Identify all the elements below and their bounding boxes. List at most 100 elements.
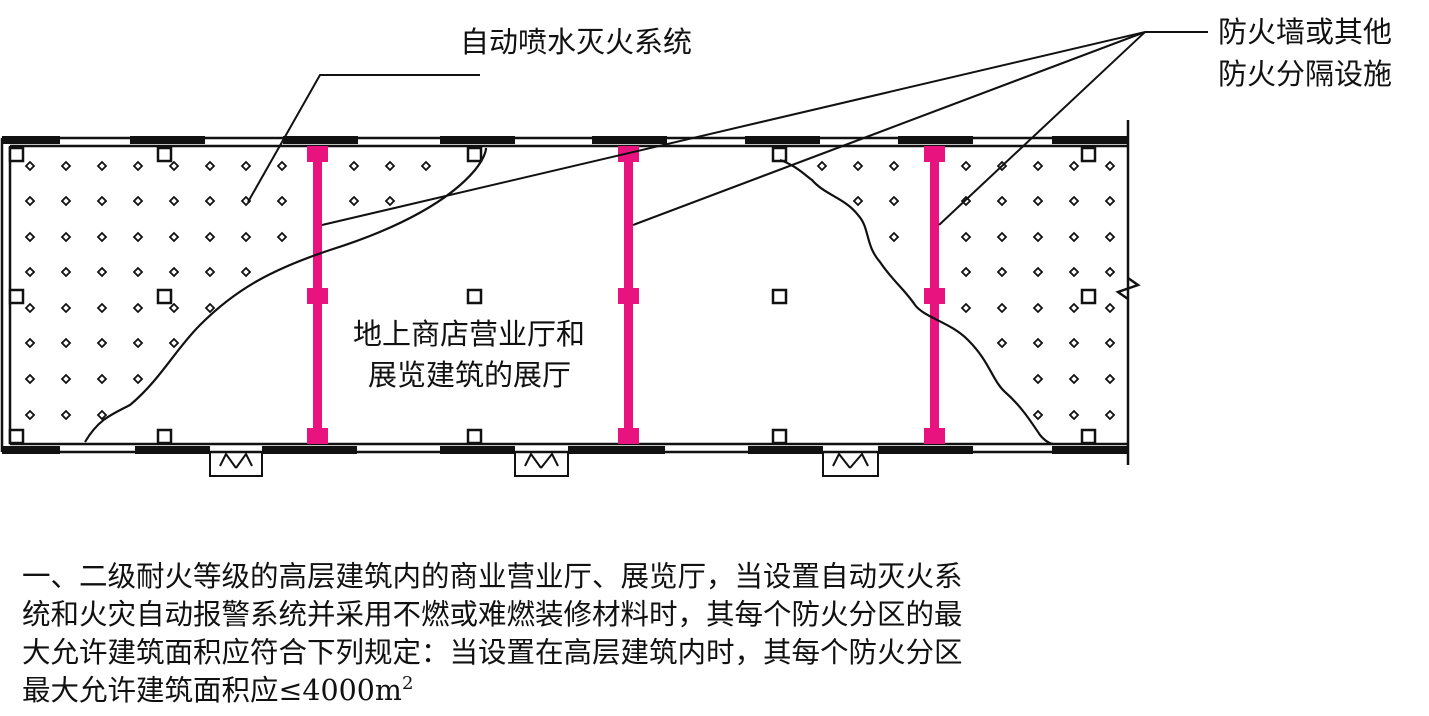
sprinkler-head [168, 266, 180, 278]
sprinkler-head [960, 160, 972, 172]
caption-paragraph: 一、二级耐火等级的高层建筑内的商业营业厅、展览厅，当设置自动灭火系 统和火灾自动… [22, 558, 1402, 710]
sprinkler-head [96, 302, 108, 314]
sprinkler-head [132, 373, 144, 385]
caption-line-1: 一、二级耐火等级的高层建筑内的商业营业厅、展览厅，当设置自动灭火系 [22, 560, 963, 593]
sprinkler-head [132, 160, 144, 172]
sprinkler-head [60, 160, 72, 172]
sprinkler-head [60, 373, 72, 385]
sprinkler-zone-boundaries [84, 147, 1055, 446]
sprinkler-head [132, 231, 144, 243]
sprinkler-head [1032, 337, 1044, 349]
sprinkler-head [960, 266, 972, 278]
sprinkler-head [420, 160, 432, 172]
sprinkler-head [816, 160, 828, 172]
sprinkler-head [96, 160, 108, 172]
sprinkler-head [1104, 195, 1116, 207]
sprinkler-head [60, 409, 72, 421]
sprinkler-head [240, 266, 252, 278]
caption-line-4-text: 最大允许建筑面积应≤4000m [22, 674, 402, 707]
sprinkler-head [1068, 302, 1080, 314]
caption-line-4: 最大允许建筑面积应≤4000m2 [22, 672, 1402, 710]
building-outline [0, 120, 1141, 465]
sprinkler-head [204, 231, 216, 243]
sprinkler-head [168, 302, 180, 314]
sprinkler-head [96, 266, 108, 278]
sprinkler-head [60, 302, 72, 314]
sprinkler-head [1104, 231, 1116, 243]
sprinkler-label: 自动喷水灭火系统 [460, 25, 692, 59]
left-zone-boundary [84, 147, 488, 443]
sprinkler-head [960, 302, 972, 314]
sprinkler-head [24, 409, 36, 421]
sprinkler-head [384, 160, 396, 172]
sprinkler-head [1104, 160, 1116, 172]
sprinkler-head [24, 337, 36, 349]
sprinkler-head [24, 373, 36, 385]
sprinkler-head [888, 231, 900, 243]
sprinkler-head [24, 195, 36, 207]
sprinkler-head [888, 195, 900, 207]
columns [8, 146, 1097, 445]
sprinkler-head [1104, 409, 1116, 421]
sprinkler-head [96, 373, 108, 385]
sprinkler-head [276, 195, 288, 207]
sprinkler-head [1032, 266, 1044, 278]
entrance-1 [209, 452, 263, 477]
sprinkler-head [1068, 409, 1080, 421]
sprinkler-head [1032, 195, 1044, 207]
sprinkler-head [60, 195, 72, 207]
sprinkler-head [132, 266, 144, 278]
sprinkler-head [60, 231, 72, 243]
sprinkler-head [204, 266, 216, 278]
sprinkler-head [24, 302, 36, 314]
firewall-label-line2: 防火分隔设施 [1218, 57, 1392, 91]
sprinkler-head [1068, 231, 1080, 243]
sprinkler-head [1032, 373, 1044, 385]
sprinkler-head [96, 231, 108, 243]
sprinkler-head [168, 195, 180, 207]
sprinkler-head [852, 160, 864, 172]
sprinkler-head [960, 231, 972, 243]
sprinkler-head [348, 195, 360, 207]
caption-line-2: 统和火灾自动报警系统并采用不燃或难燃装修材料时，其每个防火分区的最 [22, 598, 963, 631]
sprinkler-head [1068, 266, 1080, 278]
sprinkler-head [132, 302, 144, 314]
entrance-2 [514, 452, 569, 477]
caption-line-3: 大允许建筑面积应符合下列规定：当设置在高层建筑内时，其每个防火分区 [22, 636, 963, 669]
entrances [209, 452, 879, 477]
sprinkler-head [168, 231, 180, 243]
sprinkler-head [1104, 266, 1116, 278]
sprinkler-head [996, 337, 1008, 349]
sprinkler-head [276, 160, 288, 172]
window-segments [2, 136, 1128, 454]
sprinkler-head [60, 266, 72, 278]
firewall-leader-3 [938, 31, 1146, 226]
sprinkler-head [168, 337, 180, 349]
firewall-leader-1 [321, 31, 1146, 226]
sprinkler-head [240, 231, 252, 243]
sprinkler-head [204, 302, 216, 314]
sprinkler-head [996, 266, 1008, 278]
sprinkler-head [1032, 409, 1044, 421]
sprinkler-head [996, 195, 1008, 207]
firewall-label-line1: 防火墙或其他 [1218, 15, 1392, 49]
sprinkler-head [1104, 373, 1116, 385]
firewall-leader-2 [632, 31, 1146, 226]
caption-line-4-superscript: 2 [401, 673, 414, 694]
sprinkler-head [1032, 160, 1044, 172]
sprinkler-leader [247, 74, 480, 203]
leader-lines [247, 31, 1208, 226]
sprinkler-head [996, 231, 1008, 243]
sprinkler-head [168, 160, 180, 172]
sprinkler-head [276, 231, 288, 243]
sprinkler-head [1068, 195, 1080, 207]
fire-walls [307, 146, 945, 444]
sprinkler-head [1104, 302, 1116, 314]
right-zone-boundary [779, 158, 1055, 446]
sprinkler-head [24, 160, 36, 172]
sprinkler-head [204, 160, 216, 172]
entrance-3 [822, 452, 879, 477]
hall-label-line1: 地上商店营业厅和 [353, 317, 585, 351]
sprinkler-head [852, 195, 864, 207]
sprinkler-head [24, 231, 36, 243]
